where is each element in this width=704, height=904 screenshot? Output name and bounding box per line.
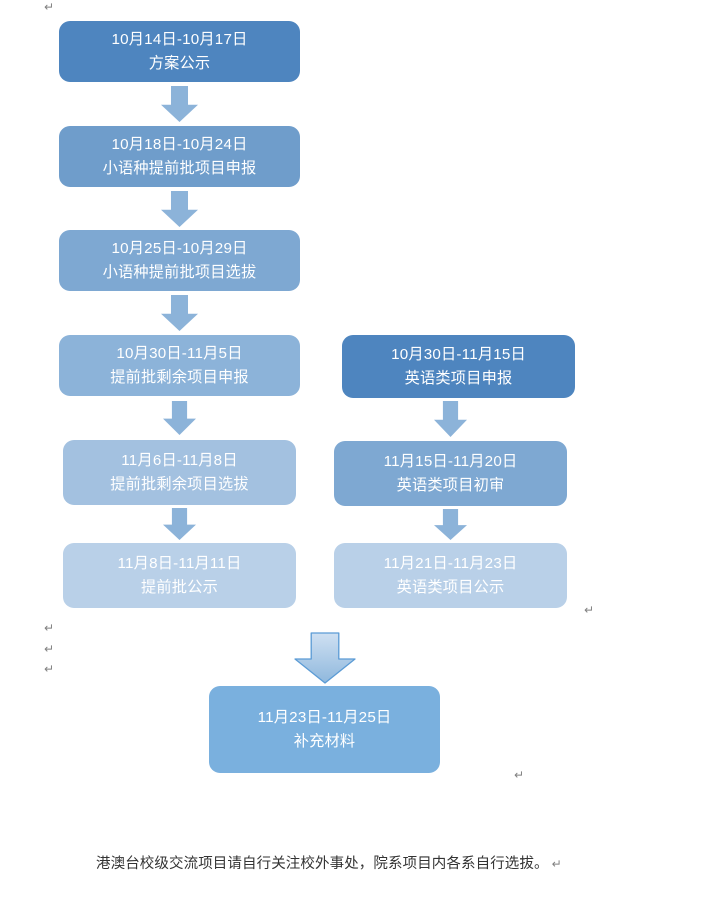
node-label: 补充材料 — [293, 733, 356, 750]
node-early-batch-publicity[interactable]: 11月8日-11月11日提前批公示 — [63, 543, 296, 608]
node-date-range: 11月15日-11月20日 — [383, 452, 518, 470]
node-date-range: 11月6日-11月8日 — [121, 451, 238, 469]
node-label: 英语类项目申报 — [404, 370, 513, 387]
node-english-first-review[interactable]: 11月15日-11月20日英语类项目初审 — [334, 441, 567, 506]
node-date-range: 11月23日-11月25日 — [257, 708, 392, 726]
node-supplementary-materials[interactable]: 11月23日-11月25日补充材料 — [209, 686, 440, 773]
pilcrow-right-2: ↵ — [514, 768, 525, 782]
node-date-range: 10月25日-10月29日 — [111, 239, 248, 257]
pilcrow-left-3: ↵ — [44, 662, 55, 676]
pilcrow-left-1: ↵ — [44, 621, 55, 635]
node-label: 提前批剩余项目申报 — [110, 369, 249, 386]
node-date-range: 11月21日-11月23日 — [383, 554, 518, 572]
flow-arrow-icon — [434, 401, 467, 437]
flow-arrow-icon — [434, 509, 467, 540]
flow-arrow-icon — [163, 508, 196, 540]
node-early-batch-remaining-select[interactable]: 11月6日-11月8日提前批剩余项目选拔 — [63, 440, 296, 505]
node-early-batch-remaining-apply[interactable]: 10月30日-11月5日提前批剩余项目申报 — [59, 335, 300, 396]
footer-paragraph-mark: ↵ — [551, 857, 562, 871]
node-minor-language-apply[interactable]: 10月18日-10月24日小语种提前批项目申报 — [59, 126, 300, 187]
node-label: 小语种提前批项目申报 — [102, 160, 257, 177]
pilcrow-top-left: ↵ — [44, 0, 55, 14]
flow-arrow-icon — [161, 86, 198, 122]
node-label: 小语种提前批项目选拔 — [102, 264, 257, 281]
node-date-range: 10月30日-11月15日 — [391, 345, 526, 363]
node-date-range: 10月18日-10月24日 — [111, 135, 248, 153]
flow-arrow-icon — [161, 191, 198, 227]
node-date-range: 10月30日-11月5日 — [116, 344, 243, 362]
node-english-publicity[interactable]: 11月21日-11月23日英语类项目公示 — [334, 543, 567, 608]
flow-arrow-icon — [294, 632, 356, 684]
node-label: 提前批剩余项目选拔 — [110, 476, 249, 493]
flow-arrow-icon — [161, 295, 198, 331]
node-label: 提前批公示 — [141, 579, 218, 596]
node-date-range: 11月8日-11月11日 — [117, 554, 242, 572]
pilcrow-right-1: ↵ — [584, 603, 595, 617]
pilcrow-left-2: ↵ — [44, 642, 55, 656]
node-minor-language-select[interactable]: 10月25日-10月29日小语种提前批项目选拔 — [59, 230, 300, 291]
node-date-range: 10月14日-10月17日 — [111, 30, 248, 48]
node-label: 方案公示 — [148, 55, 211, 72]
flow-arrow-icon — [163, 401, 196, 435]
node-label: 英语类项目初审 — [396, 477, 505, 494]
node-english-apply[interactable]: 10月30日-11月15日英语类项目申报 — [342, 335, 575, 398]
node-label: 英语类项目公示 — [396, 579, 505, 596]
node-scheme-announcement[interactable]: 10月14日-10月17日方案公示 — [59, 21, 300, 82]
footer-note-text: 港澳台校级交流项目请自行关注校外事处，院系项目内各系自行选拔。 — [96, 856, 549, 872]
footer-note: 港澳台校级交流项目请自行关注校外事处，院系项目内各系自行选拔。↵ — [96, 852, 562, 873]
